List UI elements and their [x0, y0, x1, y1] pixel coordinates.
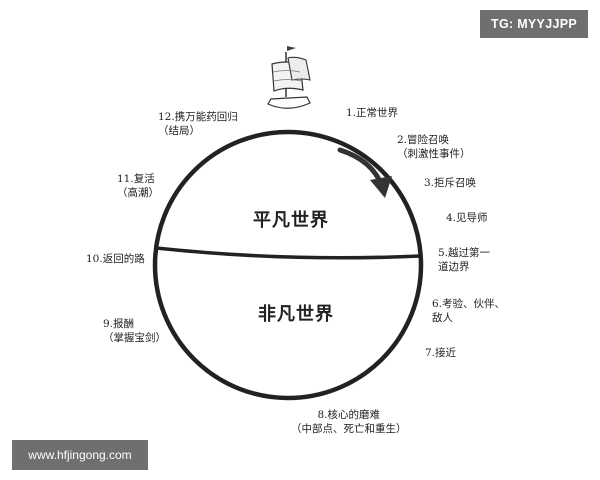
stage-7-label: 7.接近 [425, 347, 457, 359]
stage-9-label: 9.报酬 （掌握宝剑） [103, 318, 166, 344]
stage-8-label: 8.核心的磨难 （中部点、死亡和重生） [291, 409, 407, 435]
clockwise-arrow-icon [337, 147, 392, 198]
stage-4-label: 4.见导师 [446, 212, 488, 224]
world-circle [152, 129, 424, 401]
stage-1-label: 1.正常世界 [346, 107, 399, 119]
stage-2-label: 2.冒险召唤 （刺激性事件） [397, 134, 471, 160]
bottom-left-watermark: www.hfjingong.com [12, 440, 148, 470]
threshold-line [155, 246, 421, 260]
ordinary-world-label: 平凡世界 [253, 210, 329, 231]
top-right-watermark: TG: MYYJJPP [480, 10, 588, 38]
stage-12-label: 12.携万能药回归 （结局） [158, 111, 238, 137]
stage-6-label: 6.考验、伙伴、 敌人 [432, 298, 506, 324]
stage-3-label: 3.拒斥召唤 [424, 177, 477, 189]
special-world-label: 非凡世界 [258, 304, 334, 325]
stage-5-label: 5.越过第一 道边界 [438, 247, 491, 273]
stage-10-label: 10.返回的路 [86, 253, 145, 265]
stage-11-label: 11.复活 （高潮） [117, 173, 159, 199]
sailing-ship-icon [267, 46, 311, 109]
